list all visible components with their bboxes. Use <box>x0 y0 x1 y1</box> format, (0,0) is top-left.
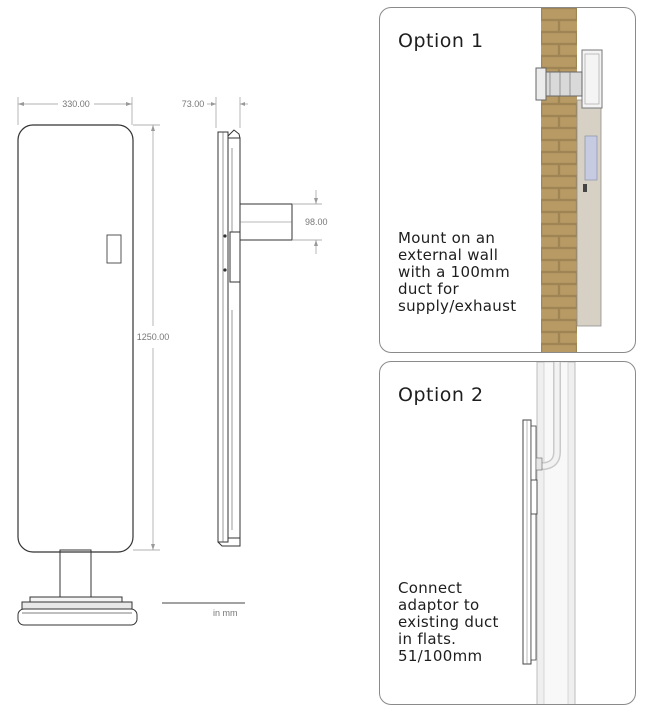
display-window <box>106 234 122 264</box>
option-2-title: Option 2 <box>398 384 484 406</box>
height-dimension: 1250.00 <box>137 332 170 342</box>
depth-dimension: 73.00 <box>182 99 205 109</box>
front-panel <box>17 124 134 553</box>
duct-dimension: 98.00 <box>305 217 328 227</box>
wall-duct <box>539 71 583 97</box>
option-1-description: Mount on an external wall with a 100mm d… <box>398 229 517 315</box>
option-1-title: Option 1 <box>398 30 484 52</box>
brick-wall <box>541 8 577 352</box>
pedestal-column <box>59 549 92 601</box>
option-2-card: Option 2 Connect adaptor to existing duc… <box>379 361 636 705</box>
width-dimension: 330.00 <box>62 99 90 109</box>
flat-duct-illustration <box>522 362 576 704</box>
wall-mount-illustration <box>535 8 603 352</box>
option-1-card: Option 1 Mount on an external wall with … <box>379 7 636 353</box>
option-2-description: Connect adaptor to existing duct in flat… <box>398 579 499 665</box>
units-label: in mm <box>213 608 238 618</box>
